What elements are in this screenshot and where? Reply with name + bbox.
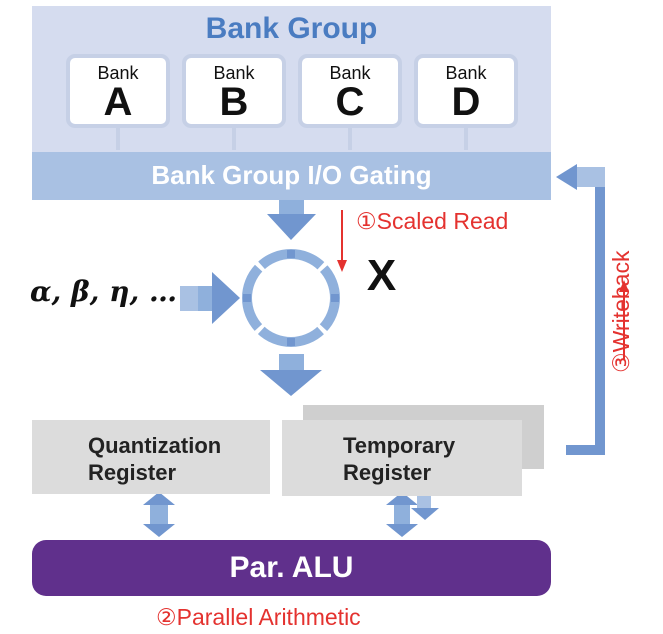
quantization-alu-arrow (143, 492, 175, 537)
io-gating-bar (32, 152, 551, 200)
temporary-register-line-2: Register (343, 460, 432, 485)
writeback-red-arrow (619, 280, 629, 360)
scaled-read-label: ①Scaled Read (356, 208, 509, 234)
bank-d-letter: D (451, 80, 481, 124)
writeback-label: ③Writeback (608, 250, 634, 373)
bank-c-letter: C (335, 80, 365, 124)
bank-c-word: Bank (329, 63, 371, 83)
bank-b-connector (232, 128, 236, 150)
io-gating-label: Bank Group I/O Gating (151, 160, 432, 190)
multiplier-to-register-arrow (260, 354, 322, 396)
quantization-register-line-1: Quantization (88, 433, 222, 458)
scale-factors-label: α, β, η, … (30, 275, 177, 308)
bank-a: Bank A (66, 54, 170, 128)
scale-factor-arrow (180, 272, 240, 324)
bank-b: Bank B (182, 54, 286, 128)
bank-c: Bank C (298, 54, 402, 128)
bank-d-word: Bank (445, 63, 487, 83)
temporary-register (282, 420, 522, 496)
bank-a-connector (116, 128, 120, 150)
bank-b-letter: B (219, 80, 249, 124)
parallel-arithmetic-label: ②Parallel Arithmetic (156, 604, 361, 630)
quantization-register-line-2: Register (88, 460, 177, 485)
bank-a-letter: A (103, 80, 133, 124)
bank-b-word: Bank (213, 63, 255, 83)
multiplier-symbol: X (366, 251, 397, 300)
quantization-register-label: Quantization Register (88, 432, 221, 486)
bank-c-connector (348, 128, 352, 150)
writeback-path (556, 164, 605, 455)
bank-a-word: Bank (97, 63, 139, 83)
temporary-register-label: Temporary Register (343, 432, 455, 486)
temporary-register-line-1: Temporary (343, 433, 456, 458)
temporary-alu-arrow (386, 492, 439, 537)
gating-to-multiplier-arrow (267, 200, 316, 240)
bank-group-title: Bank Group (205, 12, 378, 45)
scaled-read-arrow (337, 210, 347, 272)
quantization-register (32, 420, 270, 494)
parallel-alu (32, 540, 551, 596)
parallel-alu-label: Par. ALU (229, 551, 354, 584)
bank-d-connector (464, 128, 468, 150)
bank-d: Bank D (414, 54, 518, 128)
multiplier-ring (241, 248, 341, 348)
